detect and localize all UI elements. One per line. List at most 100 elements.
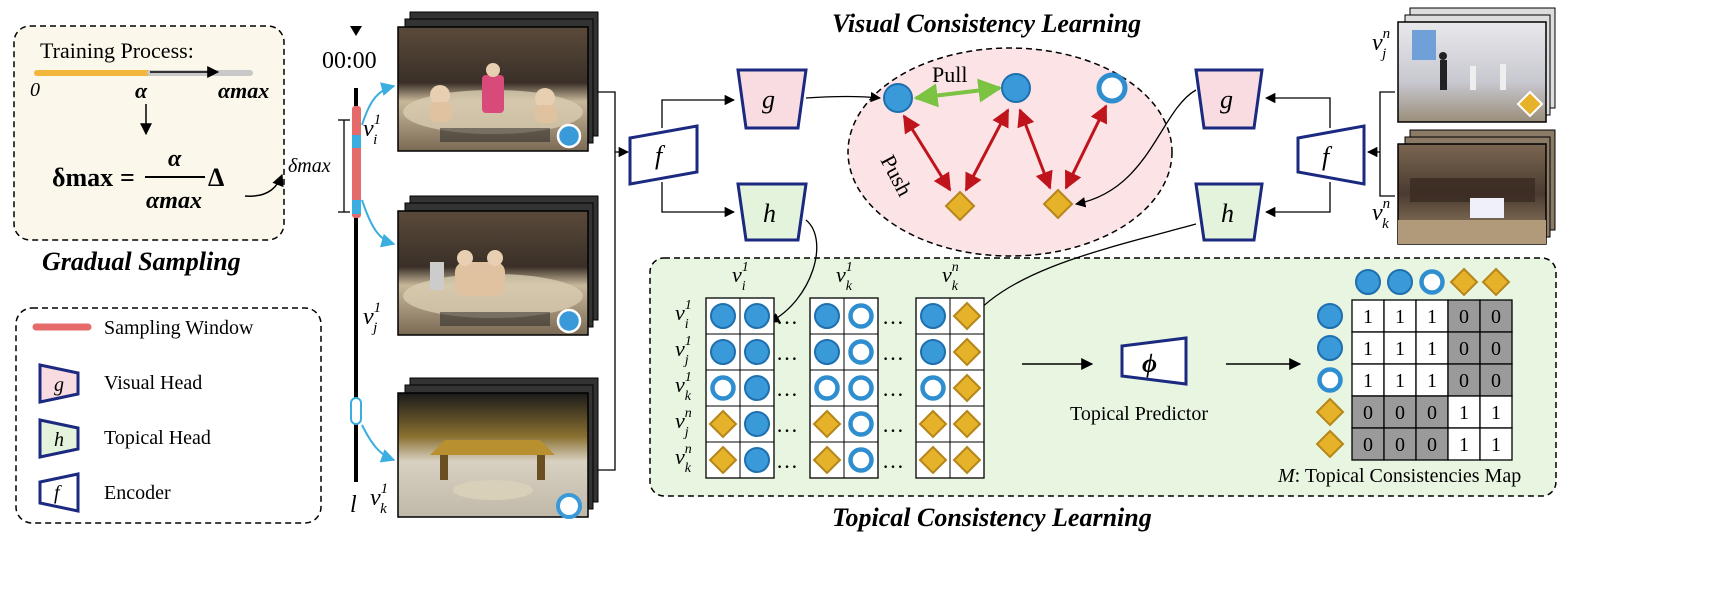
map-cell-value: 1 <box>1427 306 1437 328</box>
ellipsis-dots: … <box>776 448 798 473</box>
matrix-cell-glyph <box>952 445 982 475</box>
matrix-cell-glyph <box>952 301 982 331</box>
alpha-label: α <box>135 78 148 103</box>
matrix-cell-glyph <box>848 375 874 401</box>
ellipsis-dots: … <box>776 304 798 329</box>
map-cell-value: 1 <box>1459 402 1469 424</box>
map-cell <box>1479 299 1513 333</box>
timeline-time: 00:00 <box>322 48 377 74</box>
map-cell <box>1415 331 1449 365</box>
topical-head-h-right <box>1194 182 1264 242</box>
legend-visual-head: Visual Head <box>104 372 202 394</box>
map-cell <box>1447 363 1481 397</box>
matrix-cell-glyph <box>744 411 770 437</box>
visual-consistency-title: Visual Consistency Learning <box>832 9 1141 38</box>
map-row-glyph <box>1317 303 1343 329</box>
playhead-marker <box>350 26 362 36</box>
map-row-glyph <box>1317 367 1343 393</box>
ellipsis-dots: … <box>882 340 904 365</box>
topical-predictor-icon <box>1120 336 1188 386</box>
map-cell-value: 1 <box>1363 338 1373 360</box>
sample-mark-i <box>352 135 361 148</box>
legend-h-symbol: h <box>54 429 64 451</box>
encoder-f-left <box>628 124 699 186</box>
map-cell-value: 0 <box>1363 434 1373 456</box>
frame-stack-vkn <box>1397 129 1556 245</box>
legend-topical-head-icon <box>38 418 80 459</box>
topical-predictor-label: Topical Predictor <box>1070 403 1208 425</box>
matrix-cell-glyph <box>952 337 982 367</box>
sampling-window-bar <box>352 106 361 218</box>
map-cell-value: 0 <box>1363 402 1373 424</box>
sample-arrow-j <box>361 199 396 248</box>
ellipsis-dots: … <box>882 304 904 329</box>
zero-label: 0 <box>30 79 40 101</box>
frame-stack-i <box>397 11 599 152</box>
legend-g-symbol: g <box>54 374 64 396</box>
equals-sign: = <box>120 163 135 192</box>
visual-head-g-left-symbol: g <box>762 85 775 114</box>
map-cell <box>1447 427 1481 461</box>
map-cell <box>1415 363 1449 397</box>
fraction-denominator: αmax <box>146 188 202 214</box>
map-cell-value: 0 <box>1491 370 1501 392</box>
legend-encoder-icon <box>38 472 80 513</box>
ellipsis-dots: … <box>882 412 904 437</box>
sample-mark-k <box>350 397 362 425</box>
matrix-cell-glyph <box>918 445 948 475</box>
map-cell <box>1383 427 1417 461</box>
map-cell <box>1351 299 1385 333</box>
legend-topical-head: Topical Head <box>104 427 211 449</box>
map-cell <box>1415 395 1449 429</box>
map-cell-value: 1 <box>1459 434 1469 456</box>
visual-head-g-left <box>736 68 808 130</box>
map-cell <box>1351 427 1385 461</box>
sample-arrow-k <box>361 424 396 463</box>
sample-arrow-i <box>361 82 396 126</box>
map-cell <box>1479 395 1513 429</box>
legend-visual-head-icon <box>38 363 80 404</box>
topical-consistency-title: Topical Consistency Learning <box>832 503 1152 532</box>
map-cell <box>1479 331 1513 365</box>
map-row-glyph <box>1315 429 1345 459</box>
map-row-glyph <box>1317 335 1343 361</box>
frame-marker-i <box>556 123 582 149</box>
matrix-cell-glyph <box>952 373 982 403</box>
map-cell-value: 0 <box>1427 402 1437 424</box>
encoder-f-right-symbol: f <box>1322 142 1333 171</box>
frame-stack-j <box>397 195 599 336</box>
delta-symbol: Δ <box>208 163 224 192</box>
timeline-end-label: l <box>350 492 357 518</box>
node-vi <box>883 83 913 113</box>
map-cell <box>1415 299 1449 333</box>
node-vk <box>1096 72 1128 104</box>
gradual-sampling-title: Gradual Sampling <box>42 247 241 276</box>
map-column-glyph <box>1481 267 1511 297</box>
encoder-f-left-symbol: f <box>655 141 666 170</box>
matrix-cell-glyph <box>920 339 946 365</box>
legend-encoder: Encoder <box>104 482 171 504</box>
node-vjn <box>944 190 976 222</box>
map-cell-value: 1 <box>1395 306 1405 328</box>
delta-to-timeline-arrow <box>244 173 284 197</box>
map-cell-value: 1 <box>1363 306 1373 328</box>
ellipsis-dots: … <box>776 340 798 365</box>
ellipsis-dots: … <box>882 376 904 401</box>
frame-stack-vjn <box>1397 7 1556 123</box>
map-cell <box>1351 395 1385 429</box>
matrix-cell-glyph <box>710 303 736 329</box>
topical-head-h-right-symbol: h <box>1221 199 1234 228</box>
encoder-f-right <box>1296 124 1366 186</box>
matrix-cell-glyph <box>848 447 874 473</box>
map-cell-value: 1 <box>1395 370 1405 392</box>
map-column-glyph <box>1387 269 1413 295</box>
